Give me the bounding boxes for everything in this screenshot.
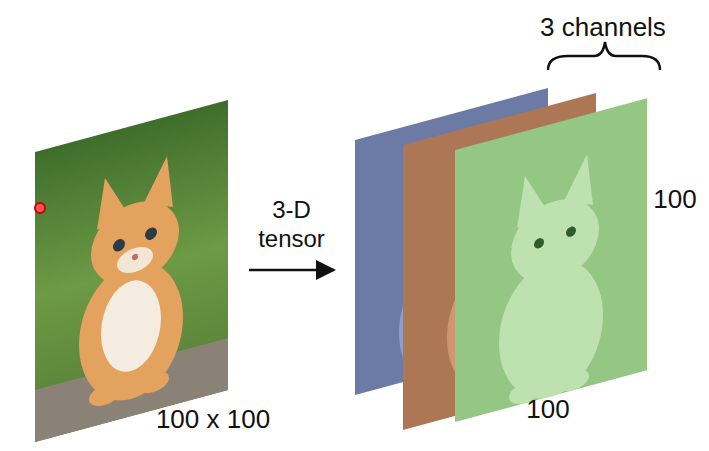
dimension-label: 100 (526, 395, 569, 425)
brace (548, 42, 660, 70)
marker-dot (35, 203, 45, 213)
arrow (249, 269, 334, 272)
image-node: 100 x 100 (30, 95, 245, 440)
channel-count: 3 channels (540, 13, 666, 43)
green-channel (455, 98, 647, 423)
kitten-photo (35, 100, 228, 442)
tensor-node: 3 channels 100 100 (338, 10, 704, 442)
dimension-label: 100 (653, 185, 696, 215)
dimension-label: 100 x 100 (156, 405, 270, 435)
arrow-label: 3-D tensor (250, 196, 334, 254)
